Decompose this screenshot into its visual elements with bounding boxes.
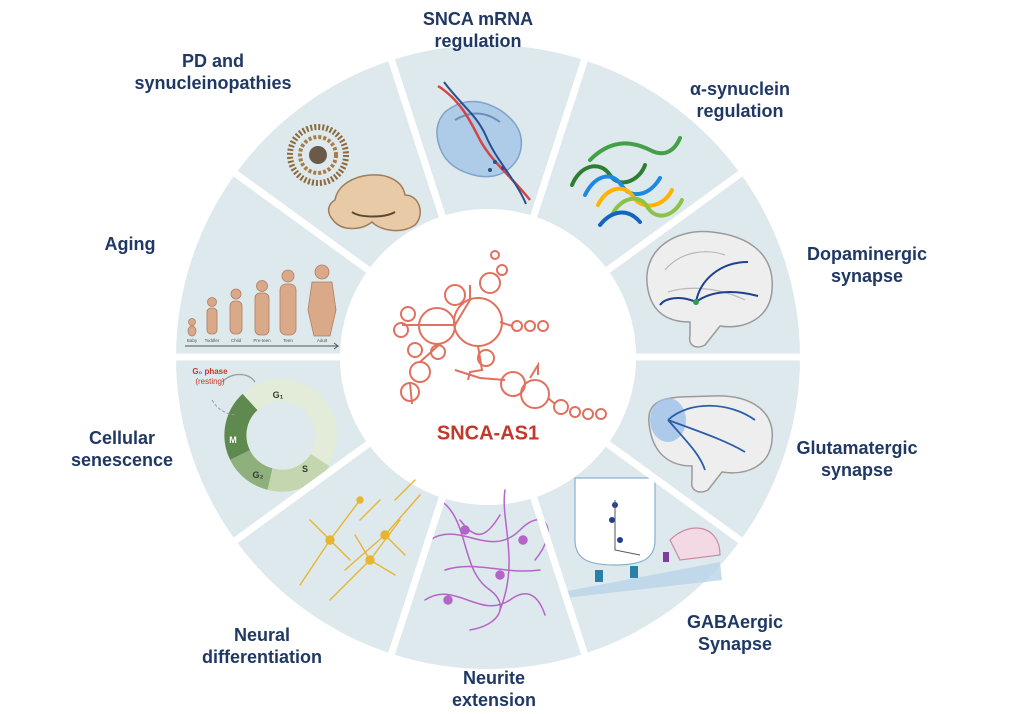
figure-adult bbox=[307, 264, 337, 337]
figure-baby bbox=[187, 318, 197, 337]
segment-divider bbox=[387, 57, 447, 220]
segment-alpha-syn bbox=[533, 60, 741, 271]
lewy-body-midbrain-icon bbox=[287, 124, 421, 232]
rna-structure-icon bbox=[393, 250, 607, 420]
figure-toddler bbox=[206, 297, 218, 335]
resting-label: (resting) bbox=[195, 377, 225, 386]
label-neurite-extension: Neurite extension bbox=[451, 668, 537, 710]
aging-stage-labels: Baby Toddler Child Pre-teen Teen Adult bbox=[187, 338, 328, 343]
label-glutamatergic-synapse: Glutamatergic synapse bbox=[796, 438, 918, 480]
stage-teen-label: Teen bbox=[283, 338, 293, 343]
stage-toddler-label: Toddler bbox=[205, 338, 220, 343]
brain-glutamate-pathway-icon bbox=[648, 395, 773, 493]
center-circle bbox=[340, 209, 636, 505]
segment-divider bbox=[604, 439, 745, 545]
phase-s-label: S bbox=[302, 464, 308, 474]
label-aging: Aging bbox=[104, 234, 156, 254]
brain-dopamine-pathway-icon bbox=[646, 230, 773, 348]
figure-preteen bbox=[254, 280, 270, 336]
figure-child bbox=[229, 288, 243, 335]
stage-adult-label: Adult bbox=[317, 338, 328, 343]
g0-phase-label: G₀ phase bbox=[192, 367, 228, 376]
segment-divider bbox=[231, 169, 372, 275]
neuron-tree-icon bbox=[299, 479, 421, 601]
segment-divider bbox=[604, 169, 745, 275]
neurite-network-icon bbox=[424, 489, 549, 631]
mrna-ribosome-icon bbox=[436, 81, 531, 205]
aging-timeline-arrow bbox=[185, 342, 340, 350]
figure-teen bbox=[279, 269, 297, 336]
label-alpha-synuclein-regulation: α-synuclein regulation bbox=[689, 79, 791, 121]
phase-g1-label: G₁ bbox=[273, 390, 284, 400]
label-pd-and-synucleinopathies: PD and synucleinopathies bbox=[134, 51, 292, 93]
cell-cycle-icon: G₀ phase (resting) G₁ S G₂ M bbox=[192, 367, 337, 492]
segment-divider bbox=[529, 57, 589, 220]
stage-child-label: Child bbox=[231, 338, 242, 343]
segment-divider bbox=[529, 494, 589, 657]
segment-divider bbox=[231, 439, 372, 545]
segment-neurite bbox=[391, 497, 585, 669]
phase-g2-label: G₂ bbox=[253, 470, 264, 480]
synapse-diagram-icon bbox=[562, 477, 722, 598]
label-dopaminergic-synapse: Dopaminergic synapse bbox=[806, 244, 928, 286]
stage-baby-label: Baby bbox=[187, 338, 198, 343]
center-label: SNCA-AS1 bbox=[436, 422, 540, 445]
label-cellular-senescence: Cellular senescence bbox=[70, 428, 174, 470]
protein-fibril-icon bbox=[570, 136, 684, 227]
human-aging-icon bbox=[187, 264, 337, 337]
label-gabaergic-synapse: GABAergic Synapse bbox=[686, 612, 784, 654]
stage-preteen-label: Pre-teen bbox=[253, 338, 271, 343]
segment-divider bbox=[387, 494, 447, 657]
label-snca-mrna-regulation: SNCA mRNA regulation bbox=[422, 9, 534, 51]
phase-m-label: M bbox=[229, 435, 237, 445]
segment-separators bbox=[174, 57, 802, 657]
label-neural-differentiation: Neural differentiation bbox=[202, 625, 322, 667]
